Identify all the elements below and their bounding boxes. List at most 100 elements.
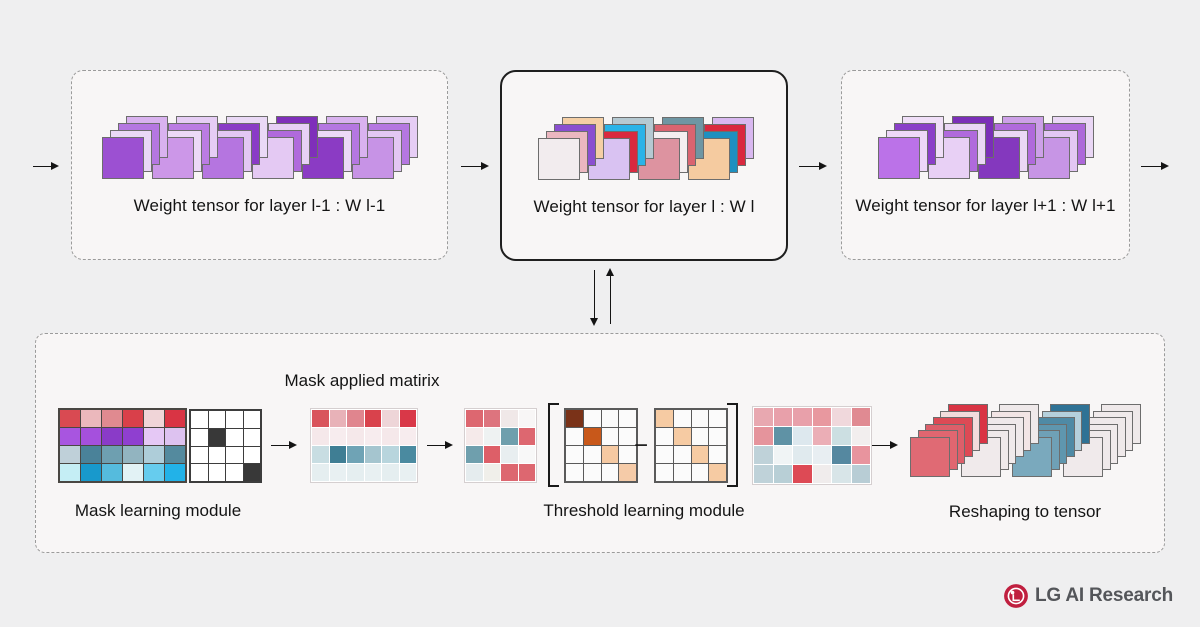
matrix-cell (123, 464, 143, 481)
matrix-cell (619, 446, 637, 463)
matrix-cell (793, 427, 812, 445)
matrix-cell (81, 410, 101, 427)
matrix-cell (347, 428, 364, 445)
matrix-cell (243, 446, 260, 464)
matrix-cell (583, 446, 601, 463)
matrix-cell (619, 464, 637, 481)
matrix-cell (566, 410, 583, 427)
matrix-cell (382, 410, 399, 427)
lg-ai-research-wordmark: LG AI Research (1035, 585, 1173, 606)
matrix-cell (329, 446, 346, 463)
matrix-cell (793, 408, 812, 426)
arrow-right-icon (33, 162, 59, 171)
mask-matrix (189, 409, 262, 484)
matrix-cell (123, 428, 143, 445)
matrix-cell (673, 410, 691, 427)
matrix-cell (81, 464, 101, 481)
arrow-right-icon (872, 441, 898, 450)
tensor-square (878, 137, 920, 179)
matrix-cell (382, 464, 399, 481)
matrix-cell (191, 446, 208, 464)
tensor-square (102, 137, 144, 179)
weight-tensor-stack-prev (102, 116, 418, 179)
threshold-learning-label: Threshold learning module (543, 501, 745, 520)
arrow-down-icon (590, 270, 599, 326)
matrix-cell (483, 428, 500, 445)
matrix-cell (773, 408, 792, 426)
matrix-cell (709, 428, 727, 445)
matrix-cell (243, 411, 260, 428)
matrix-cell (466, 464, 483, 481)
weight-tensor-box-layer-next: Weight tensor for layer l+1 : W l+1 (841, 70, 1130, 260)
matrix-cell (364, 464, 381, 481)
matrix-cell (382, 428, 399, 445)
matrix-cell (191, 428, 208, 446)
matrix-cell (191, 464, 208, 482)
matrix-cell (812, 427, 831, 445)
matrix-cell (691, 464, 709, 481)
matrix-cell (691, 428, 709, 445)
mask-learning-label: Mask learning module (74, 501, 242, 520)
matrix-cell (812, 465, 831, 483)
matrix-cell (583, 428, 601, 445)
threshold-alpha-matrix (564, 408, 639, 483)
matrix-cell (466, 446, 483, 463)
matrix-cell (60, 446, 80, 463)
matrix-cell (312, 464, 329, 481)
matrix-cell (851, 408, 870, 426)
tensor-square (910, 436, 950, 477)
weight-matrix (58, 408, 187, 483)
matrix-cell (483, 446, 500, 463)
matrix-cell (243, 428, 260, 446)
matrix-cell (312, 428, 329, 445)
weight-tensor-stack-next (878, 116, 1094, 179)
matrix-cell (812, 408, 831, 426)
arrow-right-icon (799, 162, 827, 171)
weight-tensor-label-prev: Weight tensor for layer l-1 : W l-1 (133, 196, 386, 215)
matrix-cell (601, 428, 619, 445)
matrix-cell (399, 410, 416, 427)
matrix-cell (832, 465, 851, 483)
matrix-cell (483, 410, 500, 427)
threshold-beta-matrix (654, 408, 729, 483)
close-bracket-icon (727, 403, 738, 487)
matrix-cell (165, 410, 185, 427)
matrix-cell (832, 446, 851, 464)
weight-tensor-box-layer-prev: Weight tensor for layer l-1 : W l-1 (71, 70, 448, 260)
matrix-cell (144, 428, 164, 445)
minus-operator: − (634, 432, 649, 459)
matrix-cell (243, 464, 260, 482)
matrix-cell (709, 464, 727, 481)
matrix-cell (102, 446, 122, 463)
lg-ai-research-logo: LG AI Research (1003, 583, 1173, 609)
lg-symbol-icon (1004, 584, 1028, 608)
matrix-cell (144, 410, 164, 427)
matrix-cell (123, 446, 143, 463)
weight-tensor-label-current: Weight tensor for layer l : W l (533, 197, 755, 216)
matrix-cell (399, 428, 416, 445)
matrix-cell (601, 446, 619, 463)
mask-applied-matrix (310, 408, 418, 483)
matrix-cell (656, 428, 673, 445)
matrix-cell (191, 411, 208, 428)
matrix-cell (619, 410, 637, 427)
matrix-cell (226, 428, 243, 446)
matrix-cell (518, 410, 535, 427)
matrix-cell (501, 428, 518, 445)
weight-tensor-label-next: Weight tensor for layer l+1 : W l+1 (855, 196, 1116, 215)
tensor-square (538, 138, 580, 180)
arrow-right-icon (461, 162, 489, 171)
matrix-cell (399, 446, 416, 463)
arrow-up-icon (606, 268, 615, 324)
matrix-cell (501, 410, 518, 427)
matrix-cell (144, 446, 164, 463)
matrix-cell (566, 428, 583, 445)
matrix-cell (673, 446, 691, 463)
matrix-cell (691, 446, 709, 463)
matrix-cell (165, 464, 185, 481)
open-bracket-icon (548, 403, 559, 487)
mask-applied-label: Mask applied matirix (284, 371, 440, 390)
matrix-cell (382, 446, 399, 463)
matrix-cell (754, 408, 773, 426)
matrix-cell (364, 446, 381, 463)
